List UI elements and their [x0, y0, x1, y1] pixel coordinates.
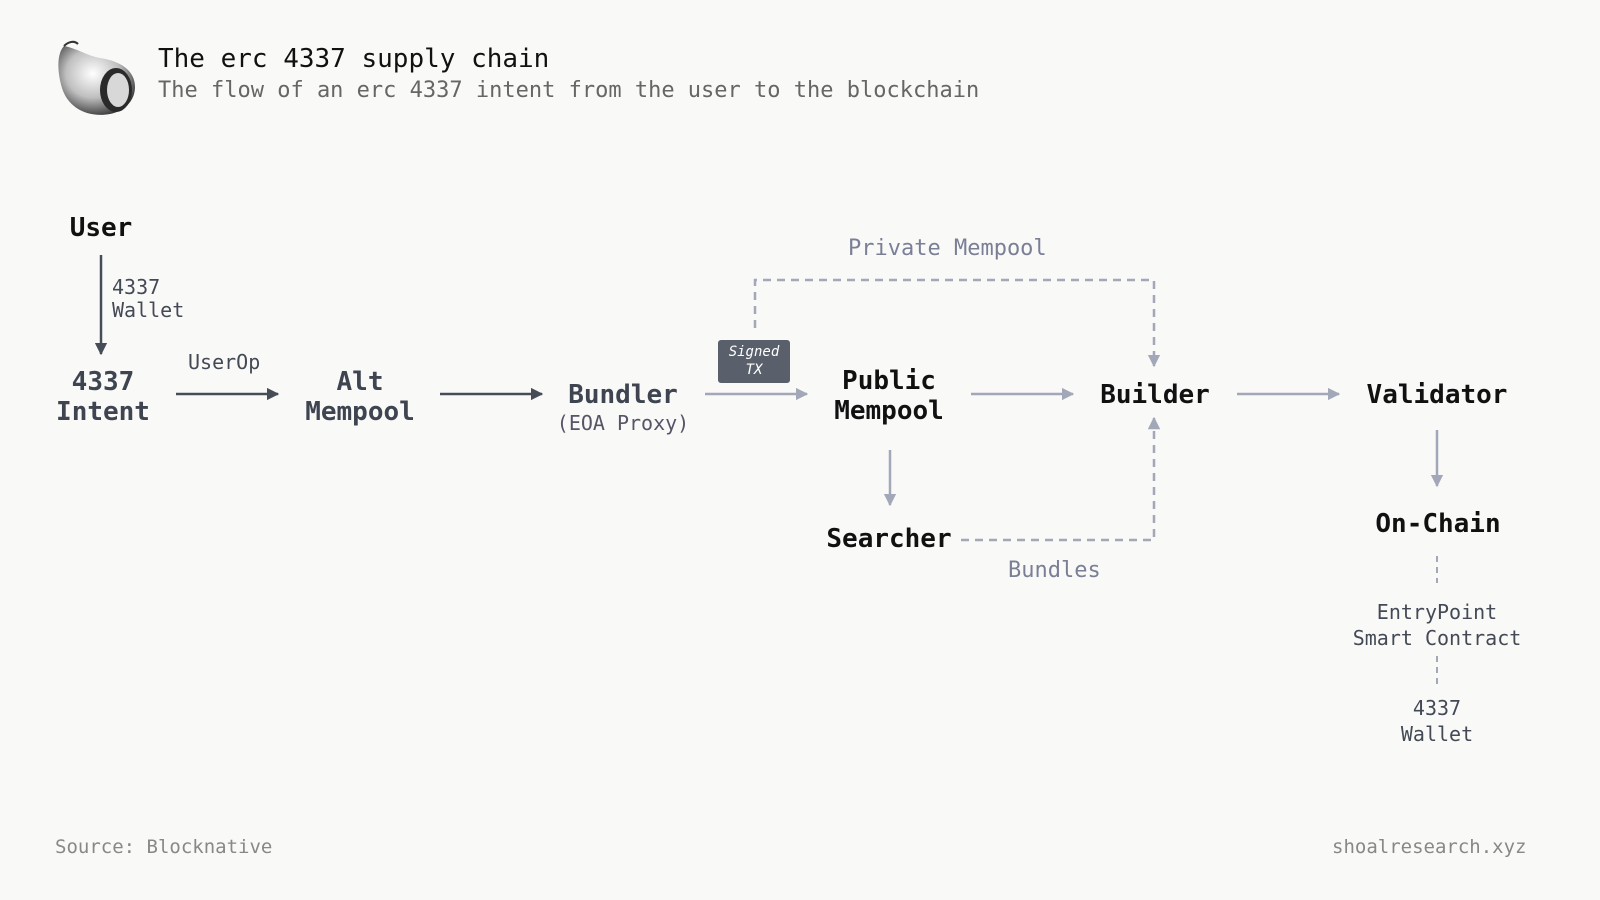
signed-tx-line2: TX: [745, 362, 763, 378]
label-4337-wallet-line2: Wallet: [112, 298, 185, 322]
node-public-mempool-line2: Mempool: [834, 396, 944, 426]
label-entrypoint-line1: EntryPoint: [1376, 600, 1498, 624]
node-searcher: Searcher: [826, 524, 952, 554]
signed-tx-line1: Signed: [728, 344, 780, 360]
label-entrypoint-line2: Smart Contract: [1352, 626, 1522, 650]
site-credit: shoalresearch.xyz: [1332, 836, 1527, 858]
label-userop: UserOp: [188, 350, 261, 374]
page-subtitle: The flow of an erc 4337 intent from the …: [158, 78, 980, 103]
node-alt-mempool: Alt Mempool: [305, 367, 415, 427]
node-public-mempool: Public Mempool: [834, 366, 944, 426]
label-onchain-wallet: 4337 Wallet: [1401, 695, 1473, 747]
node-user: User: [69, 213, 133, 243]
label-onchain-wallet-line2: Wallet: [1400, 722, 1474, 746]
node-on-chain: On-Chain: [1375, 509, 1501, 539]
shell-logo-icon: [58, 40, 135, 115]
node-bundler-sub: (EOA Proxy): [556, 411, 690, 435]
label-4337-wallet: 4337 Wallet: [112, 276, 184, 322]
label-entrypoint-contract: EntryPoint Smart Contract: [1353, 599, 1522, 651]
source-credit: Source: Blocknative: [55, 836, 273, 858]
node-alt-mempool-line1: Alt: [336, 367, 384, 397]
label-private-mempool: Private Mempool: [848, 236, 1047, 261]
node-validator: Validator: [1366, 380, 1508, 410]
node-4337-intent-line1: 4337: [71, 367, 135, 397]
label-onchain-wallet-line1: 4337: [1412, 696, 1462, 720]
signed-tx-badge: Signed TX: [718, 340, 790, 383]
node-public-mempool-line1: Public: [842, 366, 936, 396]
label-bundles: Bundles: [1008, 558, 1101, 583]
edge-bundles: [961, 416, 1161, 542]
node-alt-mempool-line2: Mempool: [305, 397, 415, 427]
node-builder: Builder: [1100, 380, 1210, 410]
edge-private-mempool: [753, 278, 1161, 368]
node-4337-intent-line2: Intent: [56, 397, 150, 427]
label-4337-wallet-line1: 4337: [112, 275, 161, 299]
node-bundler: Bundler: [568, 380, 678, 410]
page-title: The erc 4337 supply chain: [158, 44, 550, 74]
node-4337-intent: 4337 Intent: [56, 367, 150, 427]
